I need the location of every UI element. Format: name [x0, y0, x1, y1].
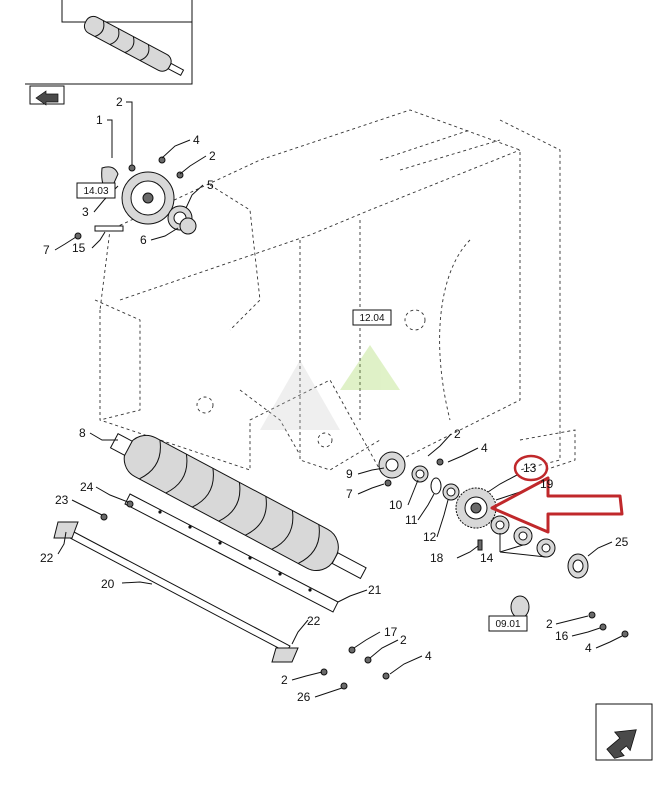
- highlight-marker: [490, 454, 624, 534]
- callout-label: 8: [79, 426, 86, 440]
- callout-labels: 1 2 4 2 5 3 6 7 15 8 2 4 9 7 10 11 12 13…: [40, 95, 629, 704]
- callout-label: 10: [389, 498, 403, 512]
- callout-label: 9: [346, 467, 353, 481]
- callout-label: 22: [307, 614, 321, 628]
- callout-label: 7: [346, 487, 353, 501]
- callout-label: 1: [96, 113, 103, 127]
- callout-label: 14: [480, 551, 494, 565]
- callout-label: 2: [400, 633, 407, 647]
- inset-detail: [25, 0, 193, 85]
- support-rod: [53, 521, 299, 663]
- svg-text:14.03: 14.03: [83, 186, 108, 197]
- scraper-strip: [124, 493, 339, 613]
- callout-label: 2: [546, 617, 553, 631]
- callout-label: 7: [43, 243, 50, 257]
- callout-label: 4: [193, 133, 200, 147]
- svg-text:12.04: 12.04: [359, 313, 384, 324]
- callout-label: 2: [116, 95, 123, 109]
- page-ref-14-03[interactable]: 14.03: [76, 182, 116, 199]
- callout-label: 22: [40, 551, 54, 565]
- callout-label: 21: [368, 583, 382, 597]
- previous-page-arrow-icon[interactable]: [29, 85, 65, 106]
- callout-label: 26: [297, 690, 311, 704]
- watermark-logo: [260, 345, 400, 430]
- lower-bolts: [100, 500, 390, 690]
- callout-label: 12: [423, 530, 437, 544]
- callout-label: 5: [207, 178, 214, 192]
- callout-label: 4: [585, 641, 592, 655]
- baler-frame: [94, 109, 576, 471]
- callout-label: 3: [82, 205, 89, 219]
- callout-label: 2: [209, 149, 216, 163]
- upper-left-parts: [74, 110, 197, 240]
- callout-label: 4: [425, 649, 432, 663]
- callout-label: 18: [430, 551, 444, 565]
- callout-label: 15: [72, 241, 86, 255]
- callout-label: 6: [140, 233, 147, 247]
- callout-label: 24: [80, 480, 94, 494]
- callout-label: 2: [454, 427, 461, 441]
- roller-assembly: [109, 432, 367, 580]
- callout-label: 4: [481, 441, 488, 455]
- page-ref-09-01[interactable]: 09.01: [488, 615, 528, 632]
- callout-label: 23: [55, 493, 69, 507]
- callout-label: 16: [555, 629, 569, 643]
- callout-label: 13: [523, 461, 537, 475]
- callout-label: 19: [540, 477, 554, 491]
- next-page-arrow-icon[interactable]: [595, 703, 653, 761]
- page-ref-12-04[interactable]: 12.04: [352, 309, 392, 326]
- callout-label: 20: [101, 577, 115, 591]
- callout-label: 17: [384, 625, 398, 639]
- callout-label: 2: [281, 673, 288, 687]
- callout-label: 25: [615, 535, 629, 549]
- drive-parts: [378, 451, 629, 638]
- svg-text:09.01: 09.01: [495, 619, 520, 630]
- callout-label: 11: [405, 513, 418, 527]
